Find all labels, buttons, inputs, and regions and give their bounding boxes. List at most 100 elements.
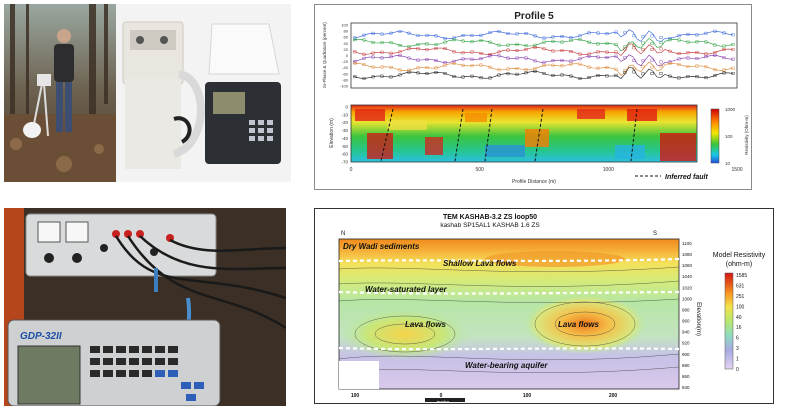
distance-xtick-0: 0	[350, 167, 353, 173]
inphase-marker	[722, 71, 726, 75]
inphase-marker	[695, 33, 699, 37]
elevation-ylabel: Elevation (m)	[329, 118, 335, 148]
legend-value-9: 0	[736, 367, 739, 373]
inphase-marker	[659, 36, 663, 39]
inphase-marker	[614, 67, 618, 71]
inphase-marker	[416, 66, 420, 70]
inphase-marker	[677, 52, 681, 56]
inphase-marker	[533, 69, 537, 73]
distance-axis-label: metre	[437, 400, 450, 404]
inphase-marker	[605, 66, 609, 70]
model-resistivity-panel: TEM KASHAB-3.2 ZS loop50 kashab SP15AL1 …	[314, 208, 774, 404]
inphase-marker	[605, 50, 609, 54]
inphase-marker	[668, 62, 672, 65]
inphase-marker	[560, 64, 564, 68]
inphase-marker	[380, 56, 384, 60]
inphase-marker	[731, 66, 735, 70]
inphase-marker	[371, 75, 375, 79]
profile-title: Profile 5	[514, 11, 554, 22]
inphase-marker	[578, 57, 582, 61]
profile-xlabel: Profile Distance (m)	[512, 179, 556, 185]
inphase-marker	[515, 67, 519, 70]
inphase-marker	[452, 62, 456, 66]
elevation-ytick-5: -50	[341, 144, 348, 149]
inphase-marker	[407, 70, 411, 74]
inphase-marker	[596, 55, 600, 59]
inphase-ytick-0: 100	[341, 23, 348, 28]
inphase-marker	[371, 31, 375, 35]
lava-body-left	[340, 308, 470, 360]
inphase-marker	[560, 73, 564, 77]
inphase-marker	[434, 66, 438, 70]
inphase-marker	[695, 51, 699, 55]
inphase-marker	[533, 67, 537, 70]
inphase-marker	[551, 73, 555, 77]
inphase-marker	[722, 68, 726, 72]
inphase-marker	[362, 56, 366, 60]
inphase-marker	[560, 49, 564, 53]
inphase-marker	[497, 54, 501, 58]
inphase-ytick-1: 80	[344, 29, 349, 34]
inphase-marker	[668, 74, 672, 78]
legend-value-1: 631	[736, 283, 745, 289]
inphase-marker	[362, 52, 366, 56]
legend-value-3: 100	[736, 304, 745, 310]
inphase-marker	[614, 30, 618, 34]
elevation-tick-4: 1020	[682, 285, 693, 290]
elevation-tick-6: 980	[682, 307, 690, 312]
inphase-marker	[641, 35, 645, 38]
inphase-marker	[695, 40, 699, 44]
inphase-marker	[578, 77, 582, 80]
inphase-ytick-4: 20	[344, 47, 349, 52]
inphase-marker	[470, 74, 474, 78]
inphase-marker	[524, 48, 528, 51]
distance-tick-0: 100	[351, 393, 360, 399]
inphase-marker	[434, 43, 438, 46]
inphase-marker	[497, 30, 501, 33]
inphase-marker	[713, 74, 717, 77]
inphase-marker	[596, 42, 600, 46]
inphase-marker	[524, 44, 528, 48]
inphase-marker	[443, 63, 447, 67]
inphase-marker	[542, 60, 546, 64]
inphase-marker	[353, 60, 357, 63]
inphase-marker	[506, 72, 510, 76]
inphase-marker	[398, 50, 402, 54]
inphase-marker	[524, 56, 528, 60]
inphase-marker	[659, 41, 663, 45]
inphase-marker	[362, 33, 366, 37]
inphase-marker	[587, 52, 591, 56]
inphase-marker	[704, 76, 708, 80]
inphase-marker	[605, 56, 609, 59]
inphase-marker	[632, 46, 636, 50]
inphase-marker	[452, 75, 456, 79]
section-title-line1: TEM KASHAB-3.2 ZS loop50	[443, 214, 537, 221]
inphase-marker	[551, 63, 555, 67]
annotation-water-bearing: Water-bearing aquifer	[465, 361, 548, 370]
inphase-marker	[713, 29, 717, 33]
inphase-marker	[578, 52, 582, 56]
inphase-marker	[416, 58, 420, 62]
inphase-marker	[542, 72, 546, 75]
inphase-marker	[380, 65, 384, 69]
inphase-marker	[380, 41, 384, 45]
inphase-marker	[641, 59, 645, 63]
inphase-marker	[533, 59, 537, 63]
inphase-marker	[488, 53, 492, 56]
elevation-tick-2: 1060	[682, 263, 693, 268]
inphase-marker	[677, 76, 681, 80]
inphase-marker	[542, 47, 546, 51]
inphase-marker	[425, 33, 429, 37]
inphase-marker	[380, 50, 384, 54]
inphase-marker	[353, 36, 357, 40]
lava-body-right	[523, 294, 647, 354]
inphase-marker	[497, 50, 501, 54]
inphase-marker	[443, 40, 447, 44]
elevation-tick-13: 840	[682, 385, 690, 390]
inphase-marker	[443, 37, 447, 40]
inphase-marker	[704, 55, 708, 59]
inphase-marker	[542, 36, 546, 40]
